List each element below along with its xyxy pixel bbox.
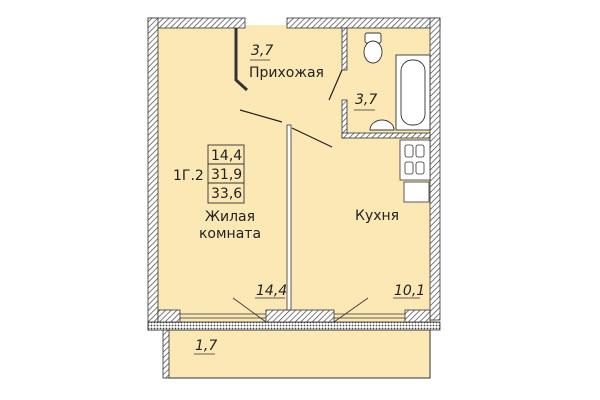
sink — [369, 119, 395, 131]
windows — [180, 297, 405, 323]
kitchen-area: 10,1 — [394, 283, 425, 299]
apartment-code: 1Г.2 — [173, 168, 204, 184]
bathtub — [395, 54, 431, 131]
areas-box — [207, 144, 245, 204]
apartment-floor — [155, 25, 435, 330]
balcony-wall-left — [162, 329, 170, 379]
hallway-name: Прихожая — [249, 65, 324, 81]
kitchen-name: Кухня — [355, 208, 399, 224]
total-area: 33,6 — [211, 186, 242, 202]
living-name-2: комната — [199, 226, 261, 242]
living-area-total: 14,4 — [211, 148, 242, 164]
bathroom-area: 3,7 — [355, 92, 377, 108]
inner-walls — [234, 27, 431, 311]
stove — [399, 139, 431, 203]
living-area: 14,4 — [256, 283, 287, 299]
outer-walls — [147, 17, 441, 331]
useful-area: 31,9 — [211, 167, 242, 183]
toilet — [363, 32, 383, 64]
living-name-1: Жилая — [205, 209, 255, 225]
balcony-area: 1,7 — [195, 338, 217, 354]
door-swings — [239, 69, 343, 148]
hallway-area: 3,7 — [251, 43, 273, 59]
